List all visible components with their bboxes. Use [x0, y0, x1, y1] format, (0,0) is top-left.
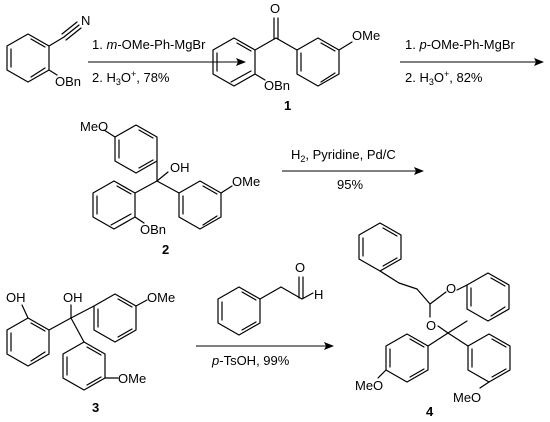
reagent-aldehyde: H O [217, 260, 323, 336]
obn-label-2: OBn [140, 222, 166, 237]
compound-3-label: 3 [92, 400, 99, 415]
ome-label-2: OMe [232, 174, 260, 189]
meo-label-4b: MeO [453, 390, 481, 405]
compound-4-structure: O O MeO MeO [355, 222, 511, 405]
step3-line1: H2, Pyridine, Pd/C [291, 147, 396, 164]
compound-4-label: 4 [426, 404, 434, 419]
ome-label-3a: OMe [147, 290, 175, 305]
dioxane-o-top: O [446, 281, 456, 296]
meo-label-4: MeO [355, 378, 383, 393]
obn-label: OBn [55, 74, 81, 89]
meo-label-2: MeO [80, 119, 108, 134]
carbonyl-o-label: O [270, 1, 280, 16]
oh-label-3: OH [63, 290, 83, 305]
nitrile-n-label: N [81, 13, 90, 28]
step2-line2: 2. H3O+, 82% [405, 69, 483, 87]
compound-2-structure: MeO OH OBn OMe [80, 119, 260, 237]
ome-label-1: OMe [352, 28, 380, 43]
dioxane-o-bottom: O [426, 318, 436, 333]
aldehyde-o-label: O [295, 260, 305, 275]
ome-label-3b: OMe [118, 371, 146, 386]
compound-1-label: 1 [284, 98, 291, 113]
oh-phenol-label: OH [6, 290, 26, 305]
aldehyde-h-label: H [314, 287, 323, 302]
obn-label-1: OBn [264, 78, 290, 93]
oh-label-2: OH [170, 160, 190, 175]
compound-1-structure: O OBn OMe [212, 1, 380, 93]
step2-line1: 1. p-OMe-Ph-MgBr [405, 37, 515, 52]
step4-line: p-TsOH, 99% [211, 353, 290, 368]
step4-arrow [196, 342, 334, 350]
step1-arrow [88, 58, 246, 66]
step3-line2: 95% [337, 177, 363, 192]
compound-2-label: 2 [162, 242, 169, 257]
step3-arrow [282, 167, 424, 175]
starting-nitrile: N OBn [6, 13, 90, 89]
step1-line2: 2. H3O+, 78% [92, 69, 170, 87]
step2-arrow [400, 58, 544, 66]
compound-3-structure: OH OH OMe OMe [6, 290, 175, 391]
step1-line1: 1. m-OMe-Ph-MgBr [92, 37, 206, 52]
